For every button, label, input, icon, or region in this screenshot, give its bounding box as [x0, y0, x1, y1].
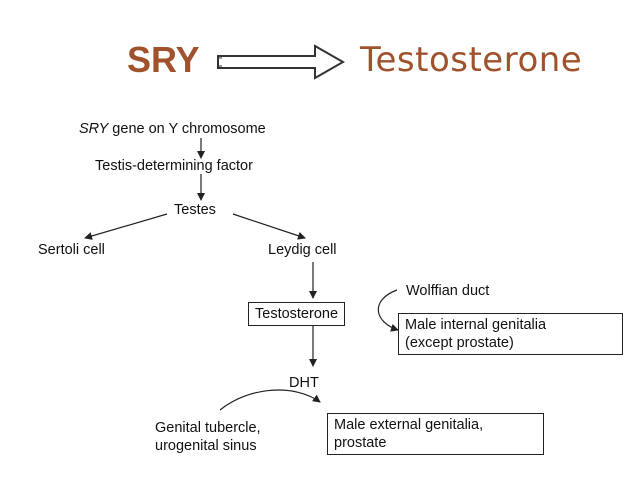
title-sry: SRY: [127, 39, 200, 80]
arrow-testes-to-leydig: [232, 213, 306, 240]
node-leydig-cell: Leydig cell: [268, 242, 337, 258]
node-male-external-box: Male external genitalia, prostate: [327, 413, 544, 455]
node-dht: DHT: [289, 375, 319, 391]
node-testosterone-box: Testosterone: [248, 302, 346, 326]
genital-line1: Genital tubercle,: [155, 420, 261, 436]
node-testes: Testes: [174, 202, 216, 218]
male-external-line2: prostate: [334, 435, 387, 451]
node-wolffian-duct: Wolffian duct: [406, 283, 490, 299]
arrow-wolffian-to-internal: [377, 289, 399, 332]
node-sry-gene: SRY gene on Y chromosome: [79, 120, 266, 138]
node-genital-tubercle: Genital tubercle, urogenital sinus: [155, 419, 261, 455]
male-external-line1: Male external genitalia,: [334, 417, 484, 433]
arrow-genital-to-external: [219, 389, 321, 411]
arrow-testes-to-sertoli: [84, 213, 168, 240]
node-male-internal-box: Male internal genitalia (except prostate…: [398, 313, 623, 355]
node-testis-determining-factor: Testis-determining factor: [95, 158, 253, 174]
genital-line2: urogenital sinus: [155, 438, 257, 454]
title-arrow-icon: [217, 44, 346, 80]
node-sertoli-cell: Sertoli cell: [38, 242, 105, 258]
sry-gene-text: gene on Y chromosome: [108, 121, 266, 137]
male-internal-line1: Male internal genitalia: [405, 317, 547, 333]
sry-gene-italic: SRY: [79, 121, 109, 137]
title-testosterone: Testosterone: [360, 40, 583, 80]
title-arrow-inner-line: [218, 57, 222, 67]
male-internal-line2: (except prostate): [405, 335, 514, 351]
